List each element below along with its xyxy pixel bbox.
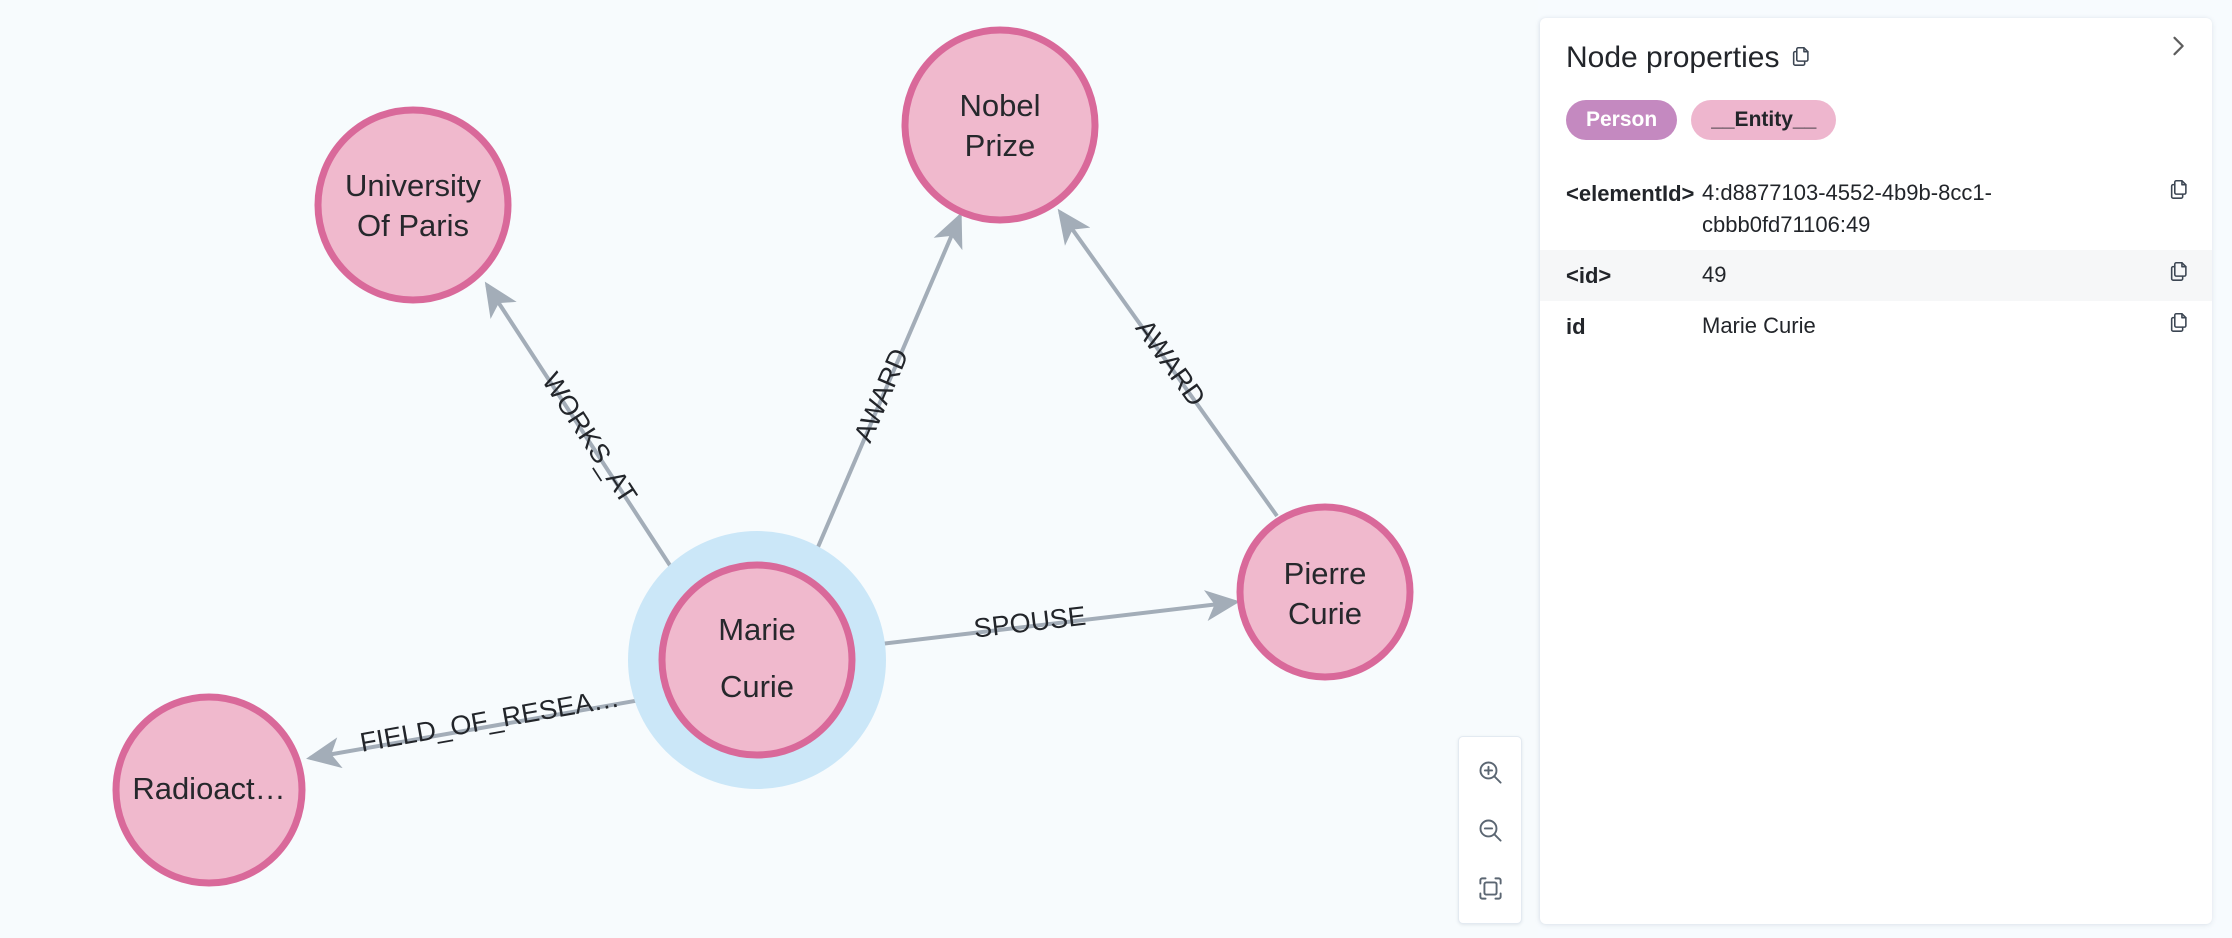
panel-header: Node properties bbox=[1540, 18, 2212, 76]
table-row: <id> 49 bbox=[1540, 250, 2212, 301]
edge-award-marie[interactable]: AWARD bbox=[804, 212, 963, 576]
collapse-panel-button[interactable] bbox=[2156, 24, 2200, 68]
zoom-in-icon bbox=[1479, 761, 1502, 784]
node-label-chips: Person __Entity__ bbox=[1540, 76, 2212, 141]
nodes-layer: University Of Paris Nobel Prize Pierre C… bbox=[112, 26, 1414, 887]
edge-award-pierre[interactable]: AWARD bbox=[1057, 208, 1279, 518]
node-label-chip-person[interactable]: Person bbox=[1566, 100, 1678, 141]
edge-label-field-of-research: FIELD_OF_RESEA… bbox=[358, 683, 622, 758]
node-university-of-paris[interactable]: University Of Paris bbox=[314, 106, 512, 304]
node-marie-curie[interactable]: Marie Curie bbox=[628, 531, 886, 789]
property-key: <id> bbox=[1566, 263, 1612, 289]
edge-spouse[interactable]: SPOUSE bbox=[854, 590, 1240, 649]
fit-to-screen-icon bbox=[1478, 876, 1502, 900]
page-title: Node properties bbox=[1566, 41, 1780, 74]
copy-icon bbox=[2170, 180, 2187, 200]
properties-table: <elementId> 4:d8877103-4552-4b9b-8cc1-cb… bbox=[1540, 168, 2212, 352]
edge-works-at[interactable]: WORKS_AT bbox=[484, 281, 690, 595]
node-properties-panel: Node properties Person __Entity__ <eleme bbox=[1540, 18, 2212, 924]
node-pierre-curie[interactable]: Pierre Curie bbox=[1236, 503, 1414, 681]
copy-icon bbox=[2170, 262, 2187, 281]
node-nobel-prize[interactable]: Nobel Prize bbox=[901, 26, 1099, 224]
property-value: Marie Curie bbox=[1702, 312, 1816, 338]
property-value: 49 bbox=[1702, 262, 1727, 288]
edge-field-of-research[interactable]: FIELD_OF_RESEA… bbox=[306, 683, 664, 769]
node-radioactivity[interactable]: Radioact… bbox=[112, 693, 306, 887]
property-value: 4:d8877103-4552-4b9b-8cc1-cbbb0fd71106:4… bbox=[1702, 180, 1992, 238]
table-row: id Marie Curie bbox=[1540, 301, 2212, 352]
zoom-in-button[interactable] bbox=[1467, 749, 1513, 795]
zoom-out-button[interactable] bbox=[1467, 807, 1513, 853]
fit-to-screen-button[interactable] bbox=[1467, 865, 1513, 911]
graph-canvas[interactable]: WORKS_AT AWARD AWARD SPOUSE bbox=[0, 0, 1538, 938]
zoom-out-icon bbox=[1479, 819, 1502, 842]
node-label-chip-entity[interactable]: __Entity__ bbox=[1691, 100, 1837, 141]
property-key: <elementId> bbox=[1566, 181, 1695, 207]
table-row: <elementId> 4:d8877103-4552-4b9b-8cc1-cb… bbox=[1540, 168, 2212, 250]
copy-icon bbox=[2170, 312, 2187, 332]
chevron-right-icon bbox=[2173, 36, 2184, 56]
copy-value-button[interactable] bbox=[2166, 309, 2192, 335]
copy-value-button[interactable] bbox=[2166, 176, 2192, 202]
copy-all-properties-button[interactable] bbox=[1790, 45, 1812, 67]
copy-value-button[interactable] bbox=[2166, 258, 2192, 284]
zoom-controls bbox=[1458, 736, 1522, 924]
copy-icon bbox=[1793, 46, 1810, 66]
property-key: id bbox=[1566, 313, 1586, 339]
